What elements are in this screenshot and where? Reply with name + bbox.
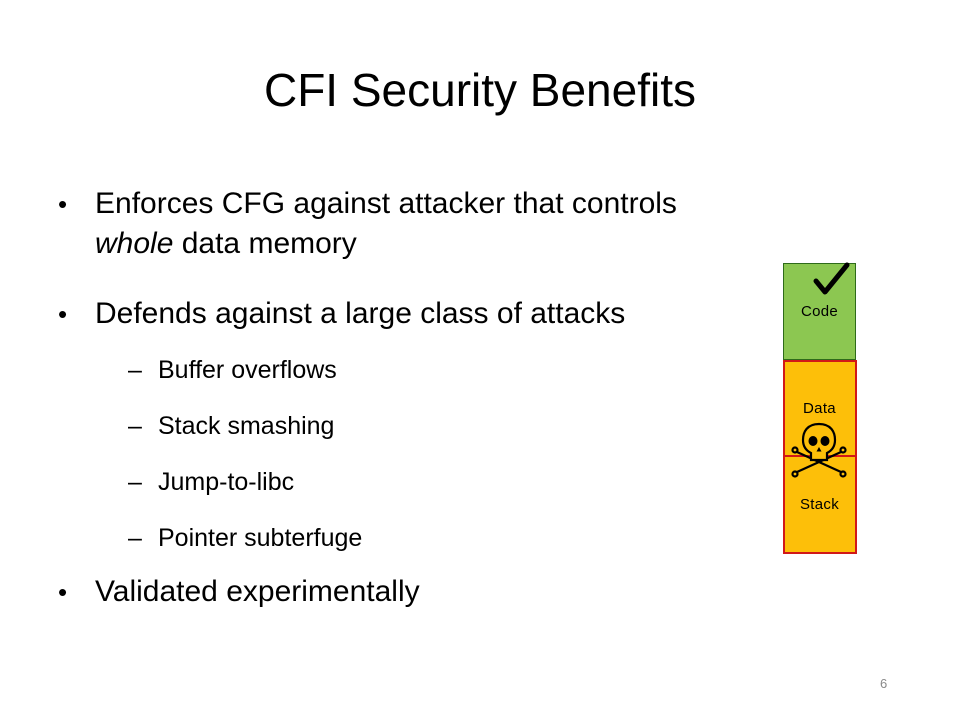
bullet-text-emphasis: whole [95,227,174,260]
stack-label: Stack [799,496,839,513]
bullet-text-line2: data memory [173,227,357,260]
check-mark-icon [813,262,850,295]
sub-bullet-text: Buffer overflows [158,356,337,384]
bullet-glyph: • [58,577,68,607]
slide-title: CFI Security Benefits [263,64,697,116]
data-label: Data [803,400,836,417]
dash-glyph: – [128,524,142,552]
code-region [783,263,856,360]
dash-glyph: – [128,356,142,384]
sub-bullet-text: Pointer subterfuge [158,524,363,552]
dash-glyph: – [128,412,142,440]
page-number: 6 [880,676,888,691]
bullet-text: Defends against a large class of attacks [95,297,626,330]
dash-glyph: – [128,468,142,496]
bullet-glyph: • [58,299,68,329]
skull-crossbones-icon [791,422,847,478]
bullet-text-line1: Enforces CFG against attacker that contr… [95,187,677,220]
sub-bullet-text: Jump-to-libc [158,468,295,496]
sub-bullet-text: Stack smashing [158,412,335,440]
memory-layout-diagram: Code Data Stack [783,262,857,554]
bullet-text: Validated experimentally [95,575,420,608]
code-label: Code [800,303,839,320]
bullet-glyph: • [58,189,68,219]
bullet-text: Enforces CFG against attacker that contr… [95,184,677,264]
